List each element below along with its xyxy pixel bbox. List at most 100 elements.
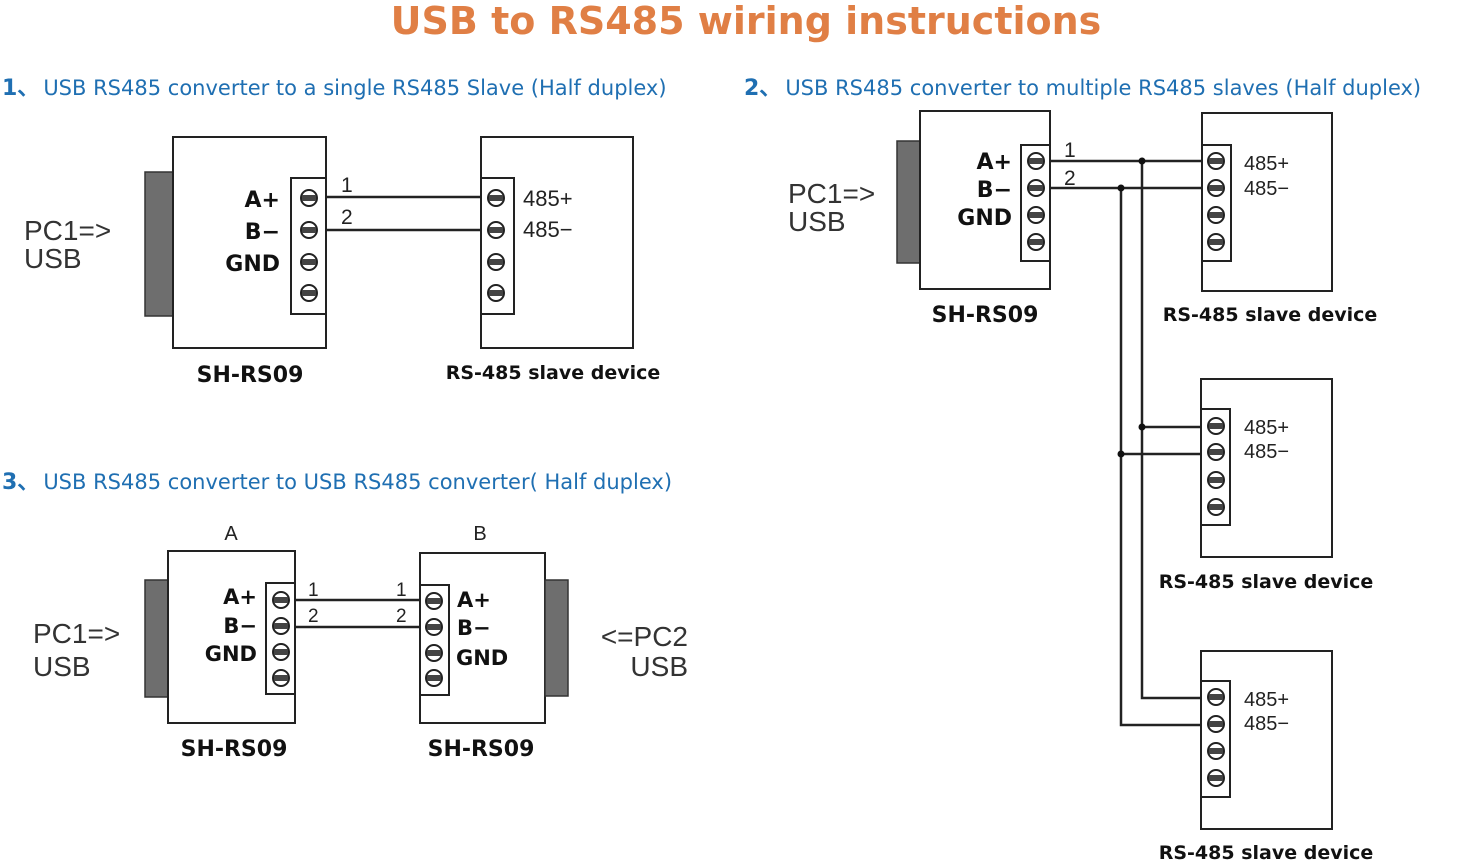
screw-terminal-icon <box>1206 416 1226 436</box>
screw-terminal-icon <box>299 252 319 272</box>
pin-label-gnd: GND <box>225 252 280 277</box>
section-3-heading: 3、USB RS485 converter to USB RS485 conve… <box>2 470 672 495</box>
usb-connector-icon <box>144 171 174 317</box>
screw-terminal-icon <box>424 591 444 611</box>
converter-name: SH-RS09 <box>932 303 1039 328</box>
section-3-number: 3、 <box>2 470 39 495</box>
converter-name: SH-RS09 <box>197 363 304 388</box>
device-b-tag: B <box>473 523 486 545</box>
slave-name: RS-485 slave device <box>1163 304 1378 326</box>
usb-connector-icon <box>144 579 169 698</box>
page-title: USB to RS485 wiring instructions <box>391 0 1102 43</box>
wire-2-label-b: 2 <box>396 606 407 627</box>
pin-label-a-plus: A+ <box>223 585 257 609</box>
screw-terminal-icon <box>271 616 291 636</box>
pin-label-b-minus: B− <box>977 178 1012 203</box>
usb-label: USB <box>24 243 82 274</box>
pin-label-gnd: GND <box>957 206 1012 231</box>
pin-label-a-plus: A+ <box>977 150 1012 175</box>
screw-terminal-icon <box>1026 178 1046 198</box>
device-a-tag: A <box>224 523 238 545</box>
screw-terminal-icon <box>486 283 506 303</box>
slave-pin-485-plus: 485+ <box>523 186 573 211</box>
section-2-number: 2、 <box>744 76 781 101</box>
screw-terminal-icon <box>1206 205 1226 225</box>
section-2: 2、USB RS485 converter to multiple RS485 … <box>744 76 1421 864</box>
screw-terminal-icon <box>424 617 444 637</box>
converter-b-name: SH-RS09 <box>428 737 535 762</box>
slave-pin-485-minus: 485− <box>1244 441 1289 463</box>
section-1: 1、USB RS485 converter to a single RS485 … <box>2 76 667 388</box>
screw-terminal-icon <box>1206 232 1226 252</box>
slave-pin-485-plus: 485+ <box>1244 689 1289 711</box>
pin-label-b-minus: B− <box>245 220 280 245</box>
screw-terminal-icon <box>1206 470 1226 490</box>
junction-dot <box>1117 450 1125 458</box>
slave-pin-485-plus: 485+ <box>1244 417 1289 439</box>
slave-name: RS-485 slave device <box>1159 571 1374 593</box>
screw-terminal-icon <box>271 668 291 688</box>
wire-2-label: 2 <box>341 206 353 229</box>
section-2-title: USB RS485 converter to multiple RS485 sl… <box>785 76 1421 100</box>
screw-terminal-icon <box>1206 497 1226 517</box>
screw-terminal-icon <box>1206 151 1226 171</box>
slave-pin-485-minus: 485− <box>523 217 573 242</box>
junction-dot <box>1117 184 1125 192</box>
screw-terminal-icon <box>486 188 506 208</box>
usb-label: USB <box>630 651 688 682</box>
section-1-title: USB RS485 converter to a single RS485 Sl… <box>43 76 666 100</box>
pc1-label: PC1=> <box>788 178 875 209</box>
screw-terminal-icon <box>1206 741 1226 761</box>
section-3: 3、USB RS485 converter to USB RS485 conve… <box>2 470 688 762</box>
section-1-heading: 1、USB RS485 converter to a single RS485 … <box>2 76 667 101</box>
usb-label: USB <box>33 651 91 682</box>
pin-label-a-plus: A+ <box>457 588 491 612</box>
pin-label-gnd: GND <box>456 646 508 670</box>
pin-label-b-minus: B− <box>457 616 491 640</box>
screw-terminal-icon <box>486 220 506 240</box>
bus-line-a <box>1140 161 1202 700</box>
wire-1-label: 1 <box>341 174 353 197</box>
screw-terminal-icon <box>271 642 291 662</box>
pc1-label: PC1=> <box>24 215 111 246</box>
section-1-number: 1、 <box>2 76 39 101</box>
usb-connector-icon <box>896 140 921 264</box>
wire-2-label-a: 2 <box>308 606 319 627</box>
junction-dot <box>1138 423 1146 431</box>
screw-terminal-icon <box>299 220 319 240</box>
screw-terminal-icon <box>486 252 506 272</box>
wire-1-label: 1 <box>1064 139 1076 162</box>
slave-name: RS-485 slave device <box>446 362 661 384</box>
slave-name: RS-485 slave device <box>1159 842 1374 864</box>
slave-pin-485-minus: 485− <box>1244 178 1289 200</box>
screw-terminal-icon <box>1206 714 1226 734</box>
bus-line-b <box>1119 188 1202 727</box>
wire-2-label: 2 <box>1064 167 1076 190</box>
pin-label-a-plus: A+ <box>245 188 280 213</box>
screw-terminal-icon <box>1206 768 1226 788</box>
pc1-label: PC1=> <box>33 618 120 649</box>
usb-connector-icon <box>544 579 569 697</box>
screw-terminal-icon <box>1026 151 1046 171</box>
section-3-title: USB RS485 converter to USB RS485 convert… <box>43 470 672 494</box>
screw-terminal-icon <box>1026 232 1046 252</box>
wire-1-label-a: 1 <box>308 580 319 601</box>
converter-a-name: SH-RS09 <box>181 737 288 762</box>
screw-terminal-icon <box>299 188 319 208</box>
screw-terminal-icon <box>424 643 444 663</box>
screw-terminal-icon <box>1206 178 1226 198</box>
pin-label-gnd: GND <box>205 642 257 666</box>
screw-terminal-icon <box>299 283 319 303</box>
screw-terminal-icon <box>424 668 444 688</box>
junction-dot <box>1138 157 1146 165</box>
screw-terminal-icon <box>271 590 291 610</box>
slave-pin-485-minus: 485− <box>1244 713 1289 735</box>
screw-terminal-icon <box>1206 442 1226 462</box>
usb-label: USB <box>788 206 846 237</box>
section-2-heading: 2、USB RS485 converter to multiple RS485 … <box>744 76 1421 101</box>
slave-pin-485-plus: 485+ <box>1244 153 1289 175</box>
pc2-label: <=PC2 <box>601 621 688 652</box>
wire-1-label-b: 1 <box>396 580 407 601</box>
screw-terminal-icon <box>1026 205 1046 225</box>
